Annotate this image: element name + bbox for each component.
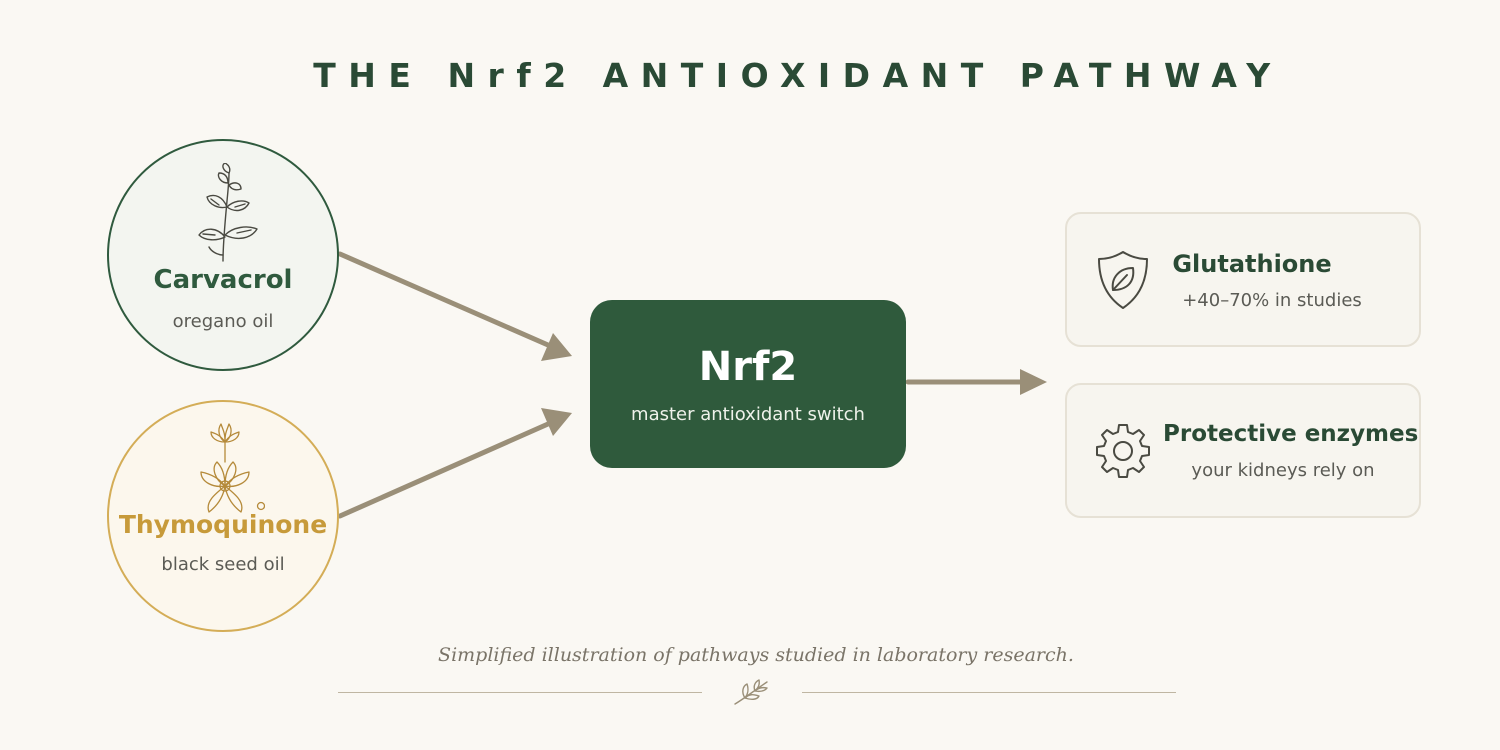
arrow-carvacrol-to-nrf2 (337, 251, 551, 348)
nrf2-description: master antioxidant switch (631, 404, 865, 425)
nrf2-node: Nrf2 master antioxidant switch (590, 300, 906, 468)
enzymes-detail: your kidneys rely on (1191, 460, 1375, 481)
nrf2-label: Nrf2 (698, 344, 798, 390)
thymoquinone-source: black seed oil (161, 554, 285, 575)
oregano-sprig-icon (198, 163, 258, 262)
glutathione-detail: +40–70% in studies (1182, 290, 1362, 311)
footnote: Simplified illustration of pathways stud… (438, 644, 1074, 666)
enzymes-label: Protective enzymes (1163, 421, 1419, 447)
arrowhead-thymoquinone (541, 408, 572, 436)
carvacrol-node: Carvacrol oregano oil (107, 139, 339, 371)
carvacrol-source: oregano oil (172, 311, 274, 332)
divider-right (802, 692, 1176, 693)
carvacrol-label: Carvacrol (153, 265, 293, 295)
enzymes-card: Protective enzymes your kidneys rely on (1065, 383, 1421, 518)
shield-leaf-icon (1098, 251, 1148, 309)
sprig-icon (734, 679, 768, 705)
glutathione-label: Glutathione (1172, 250, 1332, 278)
gear-icon (1096, 424, 1150, 478)
arrowhead-outputs (1020, 369, 1047, 395)
page-title: THE Nrf2 ANTIOXIDANT PATHWAY (313, 56, 1283, 95)
black-seed-flower-icon (200, 423, 265, 513)
arrow-thymoquinone-to-nrf2 (337, 421, 551, 519)
arrowhead-carvacrol (541, 333, 572, 361)
divider-left (338, 692, 702, 693)
thymoquinone-label: Thymoquinone (118, 510, 328, 539)
thymoquinone-node: Thymoquinone black seed oil (107, 400, 339, 632)
glutathione-card: Glutathione +40–70% in studies (1065, 212, 1421, 347)
